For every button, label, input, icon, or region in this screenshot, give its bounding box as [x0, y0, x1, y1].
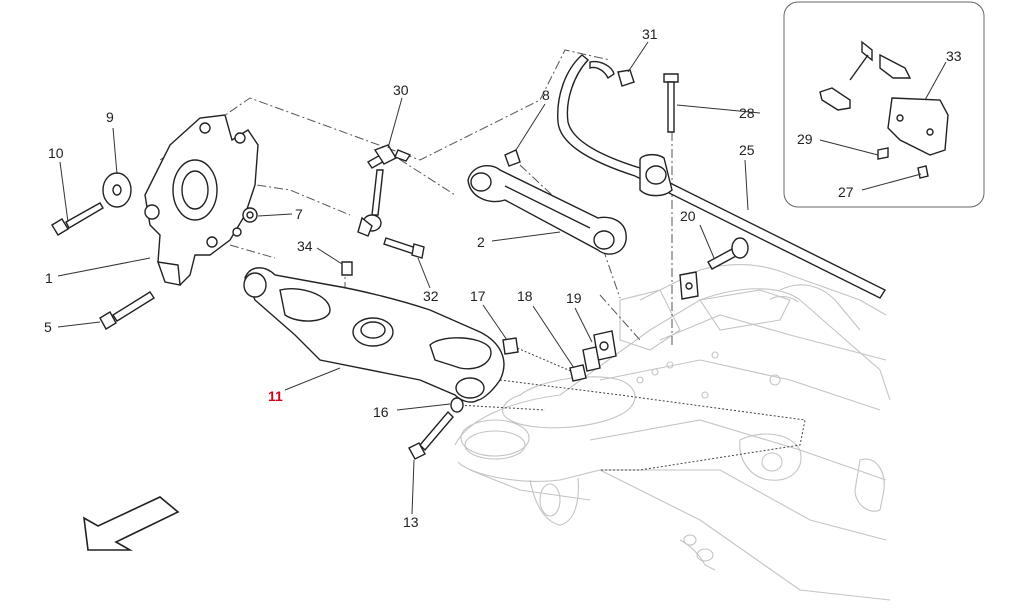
bolt-part-10 — [51, 202, 104, 236]
callout-28[interactable]: 28 — [739, 105, 755, 121]
callout-31[interactable]: 31 — [642, 26, 658, 42]
callout-labels: 1 2 5 7 8 9 10 11 13 16 17 18 19 20 25 2… — [44, 26, 962, 530]
bump-stop-part-34 — [341, 261, 353, 276]
bolt-part-32 — [383, 237, 425, 259]
callout-leaders — [57, 41, 947, 515]
callout-27[interactable]: 27 — [838, 184, 854, 200]
nut-part-31 — [617, 69, 635, 87]
bolt-part-28 — [663, 73, 679, 133]
callout-13[interactable]: 13 — [403, 514, 419, 530]
nut-part-7 — [242, 207, 258, 223]
callout-8[interactable]: 8 — [542, 87, 550, 103]
callout-11[interactable]: 11 — [268, 388, 283, 404]
callout-32[interactable]: 32 — [423, 288, 439, 304]
callout-7[interactable]: 7 — [295, 206, 303, 222]
callout-5[interactable]: 5 — [44, 319, 52, 335]
lower-control-arm-part-11 — [243, 267, 505, 403]
callout-18[interactable]: 18 — [517, 288, 533, 304]
bushing-part-17 — [502, 337, 519, 355]
wheel-knuckle-part — [144, 114, 259, 286]
stabilizer-link-part-30 — [357, 144, 412, 237]
bolt-part-5 — [99, 291, 155, 330]
clip-part-19 — [582, 330, 617, 372]
height-sensor-inset — [783, 1, 985, 208]
callout-2[interactable]: 2 — [477, 234, 485, 250]
front-direction-arrow-icon — [83, 496, 180, 551]
callout-30[interactable]: 30 — [393, 82, 409, 98]
callout-1[interactable]: 1 — [45, 270, 53, 286]
nut-part-18 — [569, 364, 587, 382]
callout-10[interactable]: 10 — [48, 145, 64, 161]
bolt-part-20 — [679, 237, 749, 300]
callout-20[interactable]: 20 — [680, 208, 696, 224]
callout-16[interactable]: 16 — [373, 404, 389, 420]
bolt-part-13 — [408, 410, 454, 460]
washer-part-9 — [102, 172, 132, 208]
callout-34[interactable]: 34 — [297, 238, 313, 254]
washer-part-16 — [450, 397, 464, 413]
callout-9[interactable]: 9 — [106, 109, 114, 125]
callout-19[interactable]: 19 — [566, 290, 582, 306]
stabilizer-bar-part-25 — [557, 54, 887, 299]
callout-25[interactable]: 25 — [739, 142, 755, 158]
upper-control-arm-part-2 — [467, 164, 627, 255]
nut-part-8 — [504, 149, 521, 167]
callout-29[interactable]: 29 — [797, 131, 813, 147]
callout-17[interactable]: 17 — [470, 288, 486, 304]
assembly-guide-lines — [159, 49, 806, 471]
subframe-ghost — [454, 264, 891, 601]
callout-33[interactable]: 33 — [946, 48, 962, 64]
